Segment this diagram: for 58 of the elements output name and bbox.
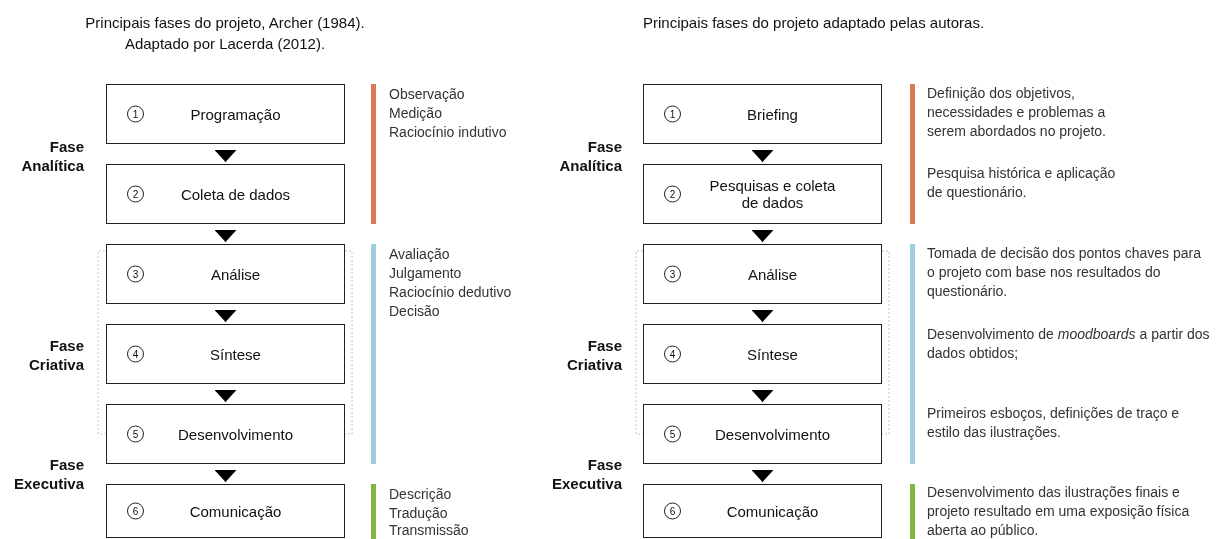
arrow bbox=[751, 469, 774, 483]
description: Transmissão bbox=[389, 521, 469, 539]
step-label: Comunicação bbox=[726, 502, 819, 520]
description: Observação bbox=[389, 85, 465, 104]
step-label: Coleta de dados bbox=[180, 185, 291, 203]
step-label: Desenvolvimento bbox=[714, 425, 831, 443]
process-box bbox=[643, 164, 882, 224]
description: Pesquisa histórica e aplicação de questionário. bbox=[927, 164, 1117, 202]
heading: Principais fases do projeto, Archer (1984). Adaptado por Lacerda (2012). bbox=[84, 13, 366, 54]
arrow bbox=[214, 229, 237, 243]
phase-label: Fase Executiva bbox=[12, 455, 84, 493]
description: Definição dos objetivos, necessidades e problemas a serem abordados no projeto. bbox=[927, 84, 1107, 141]
description: Desenvolvimento de moodboards a partir dos dados obtidos; bbox=[927, 325, 1211, 363]
description: Avaliação bbox=[389, 245, 450, 264]
step-label: Síntese bbox=[747, 345, 798, 363]
description: Raciocínio dedutivo bbox=[389, 283, 512, 302]
description: Julgamento bbox=[389, 264, 462, 283]
process-box bbox=[106, 324, 345, 384]
step-label: Pesquisas e coleta de dados bbox=[708, 177, 837, 211]
arrow bbox=[751, 229, 774, 243]
arrow bbox=[214, 309, 237, 323]
phase-label: Fase Criativa bbox=[565, 336, 622, 374]
arrow bbox=[214, 389, 237, 403]
step-label: Briefing bbox=[747, 105, 798, 123]
process-box bbox=[106, 164, 345, 224]
process-box bbox=[643, 244, 882, 304]
arrow bbox=[751, 309, 774, 323]
process-box bbox=[643, 84, 882, 144]
process-box bbox=[106, 404, 345, 464]
description: Tomada de decisão dos pontos chaves para o projeto com base nos resultados do questionário. bbox=[927, 244, 1202, 301]
step-label: Síntese bbox=[210, 345, 261, 363]
description: Desenvolvimento das ilustrações finais e projeto resultado em uma exposição física aberta ao público. bbox=[927, 483, 1191, 539]
arrow bbox=[751, 149, 774, 163]
description: Decisão bbox=[389, 302, 440, 321]
phase-label: Fase Analítica bbox=[558, 137, 622, 175]
process-box bbox=[643, 404, 882, 464]
process-box bbox=[106, 244, 345, 304]
description: Descrição bbox=[389, 485, 452, 504]
description: Primeiros esboços, definições de traço e estilo das ilustrações. bbox=[927, 404, 1181, 442]
heading: Principais fases do projeto adaptado pelas autoras. bbox=[643, 13, 986, 33]
arrow bbox=[751, 389, 774, 403]
process-box bbox=[643, 324, 882, 384]
process-box bbox=[106, 84, 345, 144]
process-box bbox=[106, 484, 345, 538]
description: Raciocínio indutivo bbox=[389, 123, 507, 142]
arrow bbox=[214, 149, 237, 163]
step-label: Desenvolvimento bbox=[177, 425, 294, 443]
step-label: Programação bbox=[190, 105, 281, 123]
phase-label: Fase Analítica bbox=[20, 137, 84, 175]
step-label: Análise bbox=[210, 265, 261, 283]
description: Tradução bbox=[389, 504, 448, 523]
phase-label: Fase Criativa bbox=[27, 336, 84, 374]
step-label: Análise bbox=[747, 265, 798, 283]
arrow bbox=[214, 469, 237, 483]
phase-label: Fase Executiva bbox=[550, 455, 622, 493]
description: Medição bbox=[389, 104, 442, 123]
process-box bbox=[643, 484, 882, 538]
step-label: Comunicação bbox=[189, 502, 282, 520]
